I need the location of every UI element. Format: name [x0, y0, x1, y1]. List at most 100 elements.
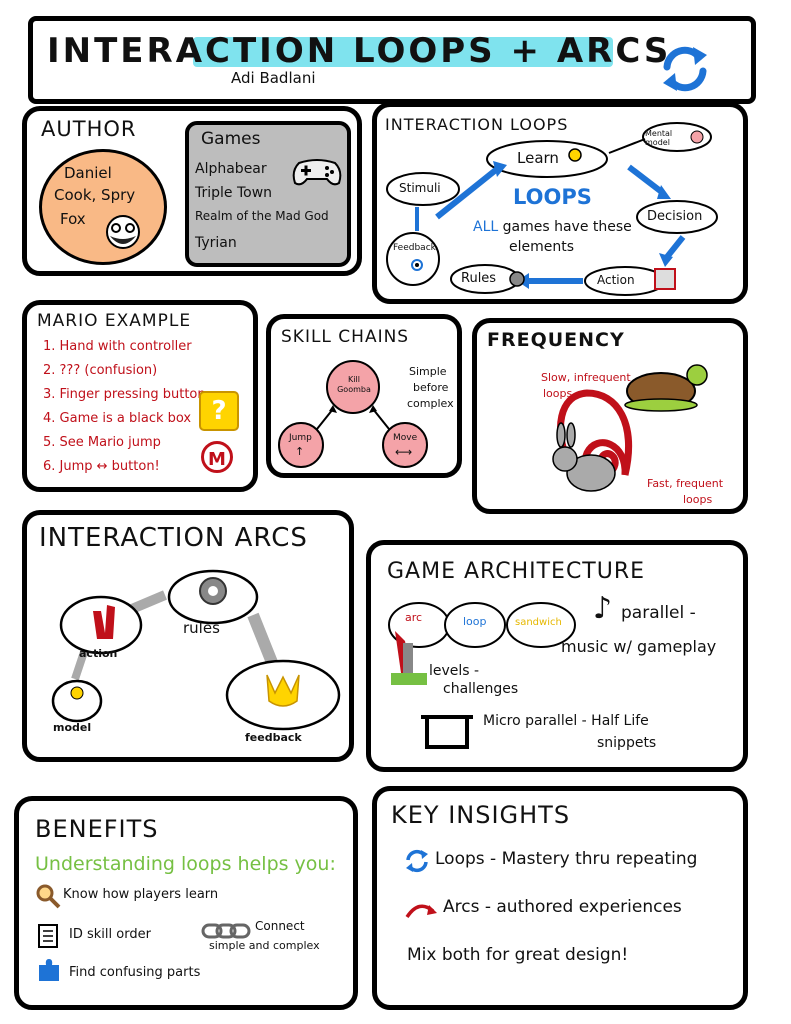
- benefits-heading: BENEFITS: [35, 815, 159, 843]
- skill-heading: SKILL CHAINS: [281, 327, 410, 347]
- architecture-parallel-2: music w/ gameplay: [561, 637, 717, 656]
- loops-decision: Decision: [647, 209, 703, 224]
- skill-right: Move: [393, 433, 418, 443]
- game-item-1: Alphabear: [195, 161, 267, 177]
- game-item-3: Realm of the Mad God: [195, 209, 329, 223]
- loops-learn: Learn: [517, 149, 559, 167]
- loops-rules: Rules: [461, 271, 497, 286]
- benefits-item-2: ID skill order: [69, 927, 151, 942]
- author-name-line-2: Cook, Spry: [54, 186, 136, 204]
- author-face-icon: [106, 215, 140, 249]
- mario-m-icon: M: [201, 441, 233, 473]
- arcs-feedback: feedback: [245, 731, 302, 744]
- loops-center-all: ALL: [473, 219, 499, 235]
- page-title: INTERACTION LOOPS + ARCS: [47, 31, 672, 71]
- frequency-slow-2: loops: [543, 387, 573, 400]
- frequency-heading: FREQUENCY: [487, 329, 625, 351]
- byline: Adi Badlani: [231, 69, 316, 87]
- mario-step: 1. Hand with controller: [43, 339, 192, 354]
- mario-heading: MARIO EXAMPLE: [37, 311, 192, 331]
- mario-step: 4. Game is a black box: [43, 411, 192, 426]
- puzzle-piece-icon: [39, 959, 59, 981]
- author-heading: AUTHOR: [41, 117, 137, 141]
- skill-left-sym: ↑: [295, 445, 305, 458]
- insights-line-2: Arcs - authored experiences: [443, 897, 682, 917]
- skill-left: Jump: [289, 433, 312, 443]
- architecture-levels-2: challenges: [443, 681, 519, 697]
- skill-arrows: [278, 360, 428, 468]
- arcs-model: model: [53, 721, 92, 734]
- benefits-item-4: Find confusing parts: [69, 965, 201, 980]
- skill-note-1: Simple: [409, 365, 447, 378]
- game-item-2: Triple Town: [195, 185, 273, 201]
- frequency-fast-1: Fast, frequent: [647, 477, 724, 490]
- benefits-item-3-line-2: simple and complex: [209, 939, 320, 952]
- frequency-spiral: [552, 364, 708, 492]
- architecture-heading: GAME ARCHITECTURE: [387, 559, 646, 584]
- skill-note-2: before: [413, 381, 449, 394]
- benefits-item-3-line-1: Connect: [255, 919, 305, 933]
- benefits-item-1: Know how players learn: [63, 887, 219, 902]
- skill-right-sym: ⟷: [395, 445, 413, 459]
- architecture-diagram: [388, 602, 576, 749]
- loops-box: INTERACTION LOOPS Learn Mental model LOO…: [372, 102, 748, 304]
- mario-box: MARIO EXAMPLE 1. Hand with controller 2.…: [22, 300, 258, 492]
- architecture-parallel-1: parallel -: [621, 603, 696, 623]
- loops-center-title: LOOPS: [513, 185, 592, 209]
- loop-icon: [406, 849, 428, 873]
- arcs-diagram: [51, 569, 341, 731]
- mario-step: 3. Finger pressing button: [43, 387, 206, 402]
- skill-top: Kill Goomba: [337, 375, 371, 394]
- refresh-icon: [663, 46, 707, 92]
- loops-center-text: ALL games have these elements: [473, 217, 643, 257]
- loops-stimuli: Stimuli: [399, 181, 441, 195]
- architecture-sandwich: sandwich: [515, 617, 562, 628]
- mario-steps: 1. Hand with controller 2. ??? (confusio…: [43, 339, 206, 483]
- insights-heading: KEY INSIGHTS: [391, 801, 571, 829]
- gamepad-icon: [292, 159, 342, 186]
- mario-step: 2. ??? (confusion): [43, 363, 158, 378]
- mario-step: 5. See Mario jump: [43, 435, 161, 450]
- game-item-4: Tyrian: [195, 235, 237, 251]
- author-name-line-1: Daniel: [64, 164, 112, 182]
- arc-arrow-icon: [405, 904, 437, 919]
- music-note-icon: ♪: [593, 591, 613, 626]
- frequency-box: FREQUENCY Slow, infrequent loops Fast, f…: [472, 318, 748, 514]
- header-box: INTERACTION LOOPS + ARCS Adi Badlani: [28, 16, 756, 104]
- architecture-arc: arc: [405, 611, 423, 624]
- loops-action: Action: [597, 273, 635, 287]
- author-box: AUTHOR Daniel Cook, Spry Fox Games Alpha…: [22, 106, 362, 276]
- architecture-box: GAME ARCHITECTURE arc loop sandwich ♪ pa…: [366, 540, 748, 772]
- arcs-heading: INTERACTION ARCS: [39, 523, 308, 553]
- insights-line-1: Loops - Mastery thru repeating: [435, 849, 698, 869]
- skill-box: SKILL CHAINS Kill Goomba Jump ↑ Move ⟷ S…: [266, 314, 462, 478]
- architecture-micro-2: snippets: [597, 735, 657, 751]
- chain-link-icon: [201, 923, 251, 939]
- magnifier-icon: [36, 884, 61, 909]
- arcs-action: action: [79, 647, 118, 660]
- architecture-levels-1: levels -: [429, 663, 480, 679]
- loops-center-rest-1: games have these: [502, 219, 632, 235]
- loops-arrows: [386, 122, 718, 296]
- architecture-micro-1: Micro parallel - Half Life: [483, 713, 649, 729]
- title-highlight: [193, 37, 613, 67]
- frequency-slow-1: Slow, infrequent: [541, 371, 631, 384]
- architecture-loop: loop: [463, 615, 487, 628]
- insights-line-3: Mix both for great design!: [407, 945, 629, 965]
- frequency-fast-2: loops: [683, 493, 713, 506]
- loops-center-rest-2: elements: [509, 239, 575, 255]
- loops-feedback: Feedback: [393, 243, 436, 253]
- author-circle: Daniel Cook, Spry Fox: [39, 149, 167, 265]
- author-name-line-3: Fox: [60, 210, 86, 228]
- games-heading: Games: [201, 129, 261, 149]
- games-panel: Games Alphabear Triple Town Realm of the…: [185, 121, 351, 267]
- question-block-icon: ?: [199, 391, 239, 431]
- loops-mental-model: Mental model: [645, 129, 673, 147]
- notebook-icon: [38, 924, 58, 948]
- skill-note-3: complex: [407, 397, 454, 410]
- mario-m-glyph: M: [208, 449, 226, 470]
- mario-step: 6. Jump ↔ button!: [43, 459, 160, 474]
- arcs-rules: rules: [183, 619, 220, 637]
- arcs-box: INTERACTION ARCS rules action model feed…: [22, 510, 354, 762]
- loops-heading: INTERACTION LOOPS: [385, 115, 569, 134]
